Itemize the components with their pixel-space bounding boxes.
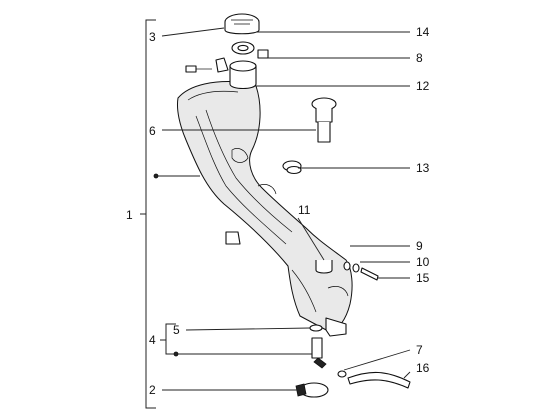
callout-13: 13 xyxy=(416,161,430,175)
callout-6: 6 xyxy=(149,124,156,138)
callout-4: 4 xyxy=(149,333,156,347)
filler-neck xyxy=(229,60,257,90)
leader-11 xyxy=(297,217,325,261)
tank-outlet xyxy=(315,260,333,274)
leader-5 xyxy=(185,327,311,331)
callout-5: 5 xyxy=(173,323,180,337)
hose-clamp xyxy=(295,382,329,398)
callout-11: 11 xyxy=(298,203,311,217)
callout-15: 15 xyxy=(416,271,430,285)
bracket-4 xyxy=(165,323,176,355)
callout-8: 8 xyxy=(416,51,423,65)
callout-2: 2 xyxy=(149,383,156,397)
spacer xyxy=(352,263,360,273)
o-ring xyxy=(309,324,323,332)
callout-14: 14 xyxy=(416,25,430,39)
mounting-screw xyxy=(185,65,212,73)
bolt xyxy=(360,267,379,281)
leader-7 xyxy=(343,349,411,371)
bracket-1 xyxy=(145,19,156,409)
hose xyxy=(347,371,411,389)
seal-ring xyxy=(231,41,255,55)
washer xyxy=(343,261,351,271)
leader-3 xyxy=(161,27,225,37)
grommet xyxy=(282,160,302,175)
callout-1: 1 xyxy=(126,208,133,222)
leader-16 xyxy=(403,371,411,379)
callout-12: 12 xyxy=(416,79,430,93)
drain-fitting xyxy=(311,337,327,369)
callout-7: 7 xyxy=(416,343,423,357)
spring-clip xyxy=(257,49,269,59)
callout-3: 3 xyxy=(149,30,156,44)
breather-valve xyxy=(311,97,337,143)
leader-4-dot xyxy=(173,351,179,357)
filler-cap xyxy=(224,13,260,35)
callout-9: 9 xyxy=(416,239,423,253)
callout-10: 10 xyxy=(416,255,430,269)
leader-1-dot xyxy=(153,173,159,179)
callout-16: 16 xyxy=(416,361,430,375)
coolant-tank xyxy=(177,57,353,337)
hose-fitting xyxy=(337,370,347,378)
